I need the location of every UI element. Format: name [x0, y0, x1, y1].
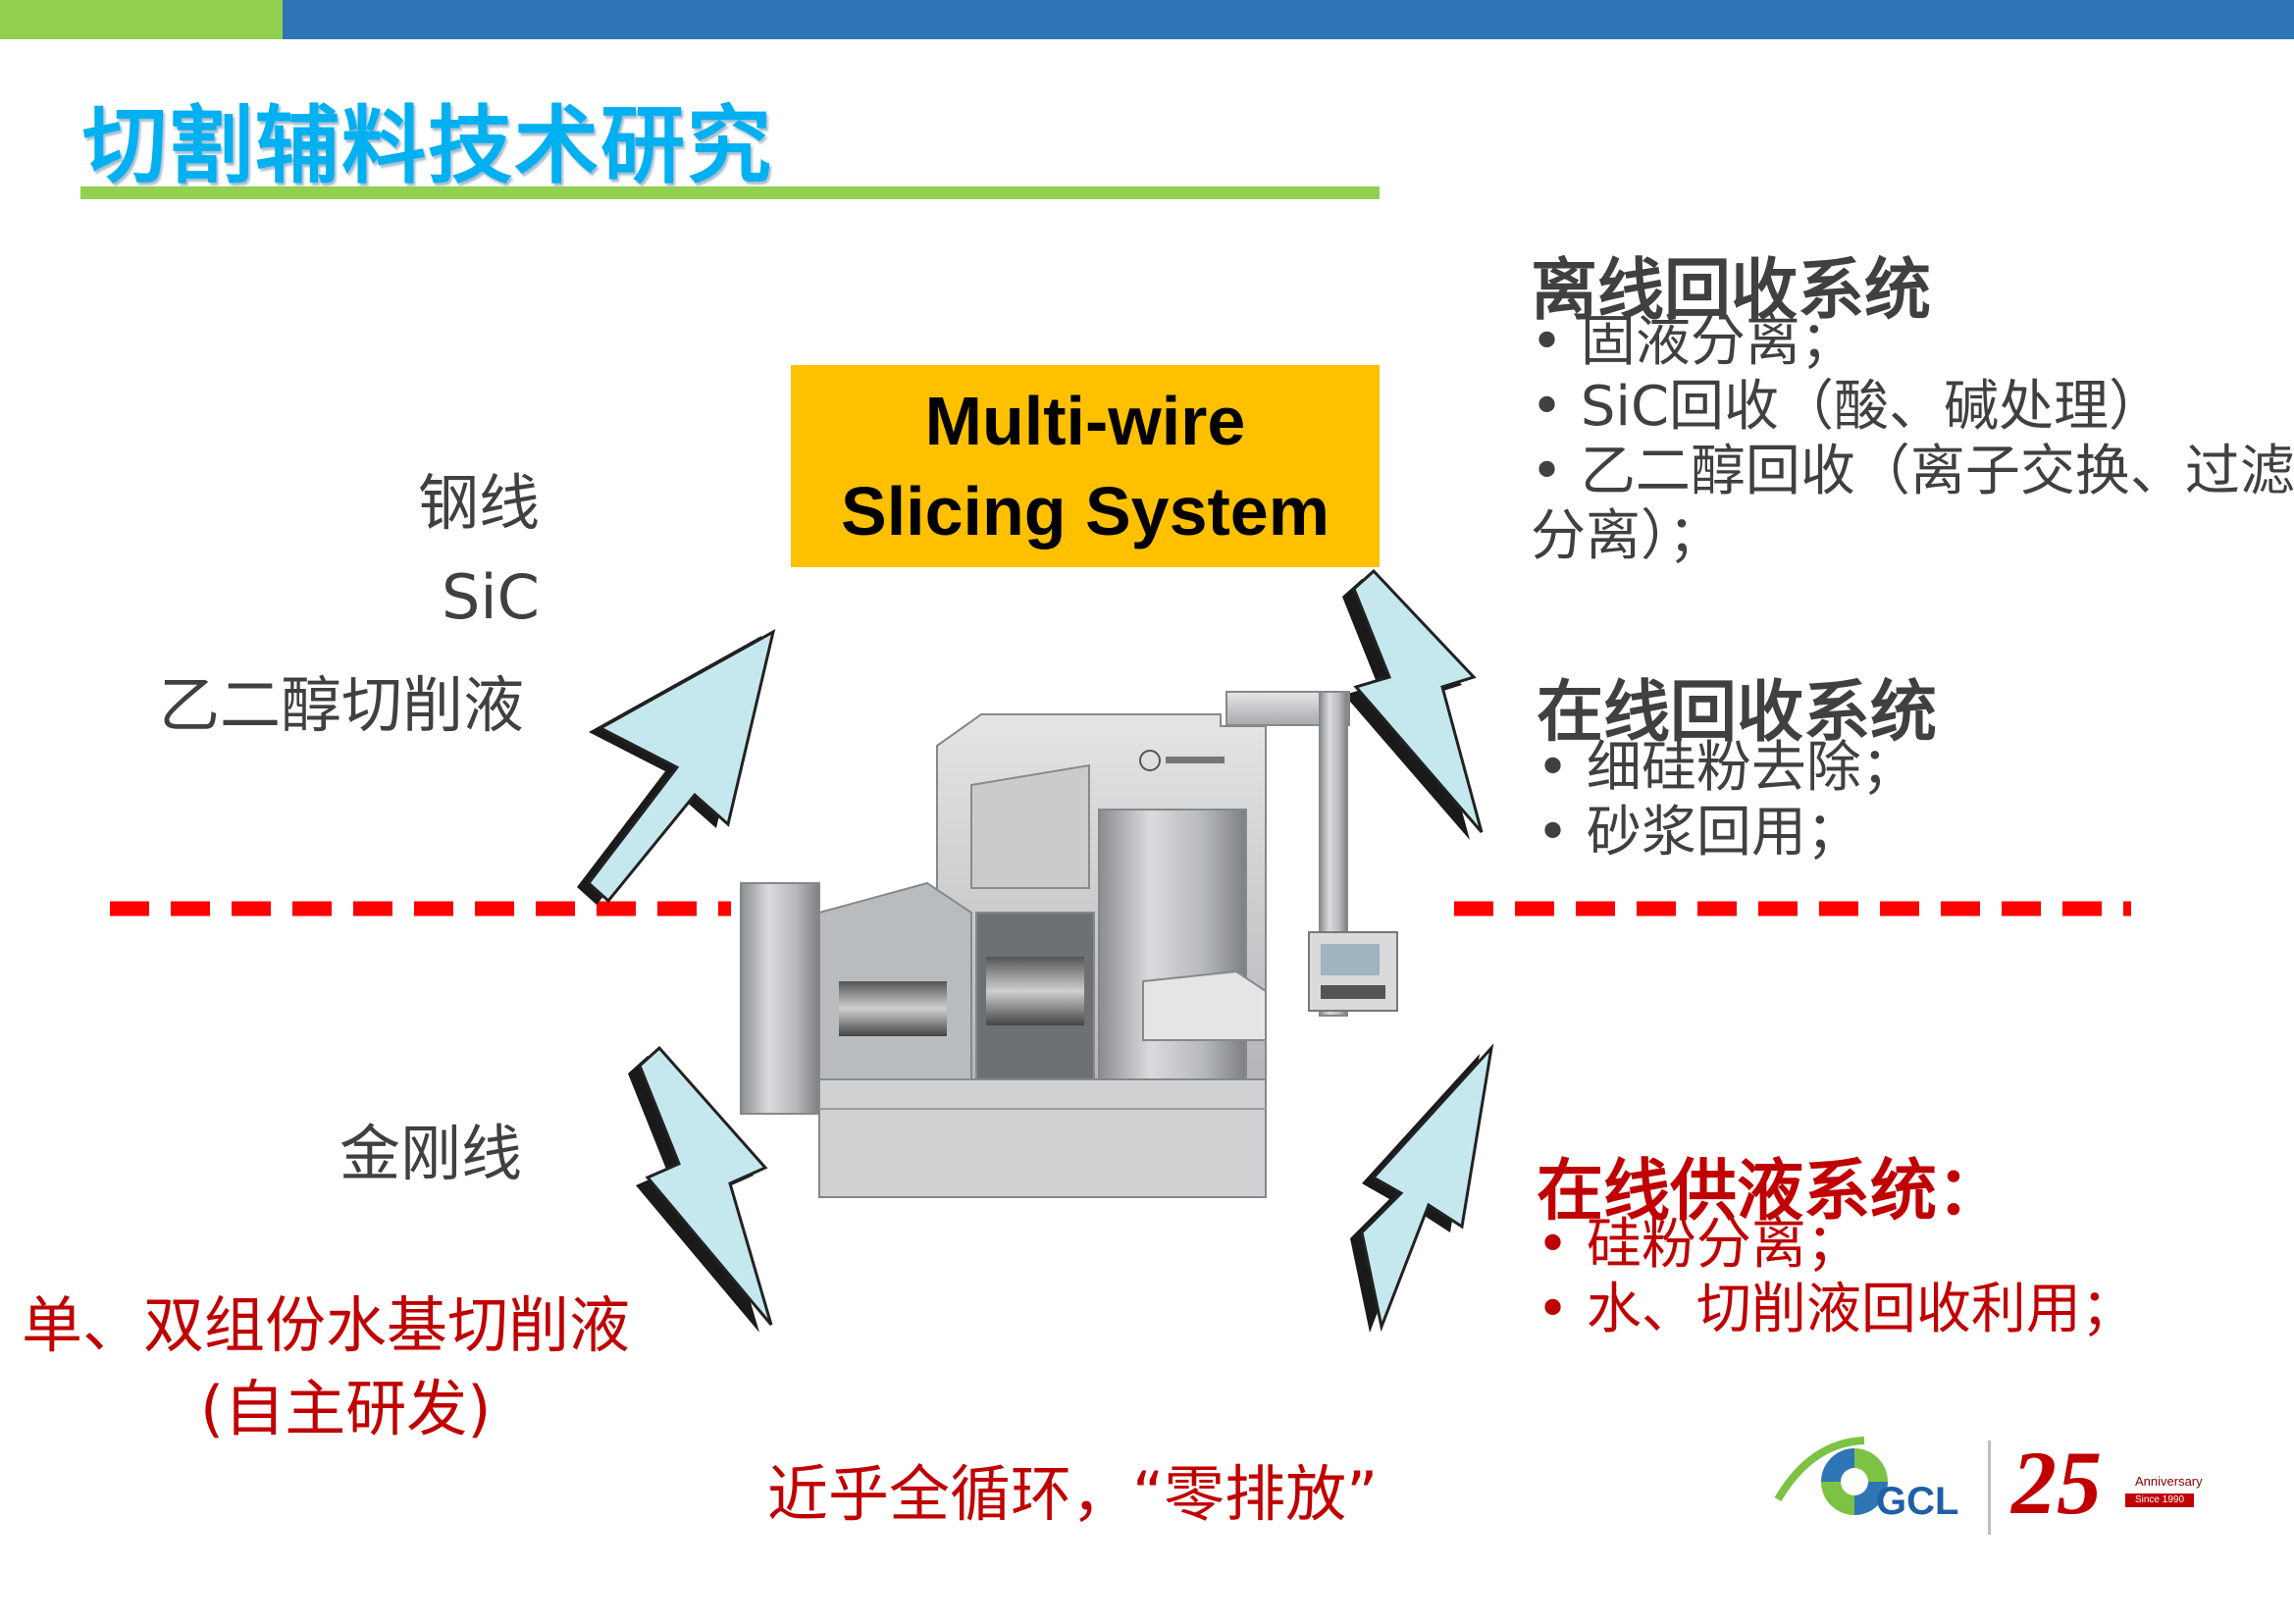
title-underline	[80, 186, 1380, 199]
input-water-based-fluid: 单、双组份水基切削液	[22, 1289, 631, 1361]
slicing-machine-image	[740, 691, 1398, 1198]
offline-recovery-list: • 固液分离； • SiC回收（酸、碱处理） • 乙二醇回收（离子交换、过滤 分…	[1531, 310, 2294, 569]
list-item: • 硅粉分离；	[1537, 1213, 1861, 1277]
input-diamond-wire: 金刚线	[339, 1118, 523, 1189]
arrow-icon-upper-left	[577, 629, 776, 905]
anniversary-number: 25	[2011, 1433, 2102, 1533]
input-self-developed-note: (自主研发)	[200, 1373, 492, 1444]
input-glycol-fluid: 乙二醇切削液	[159, 669, 525, 741]
logo-divider	[1988, 1441, 1991, 1535]
zero-discharge-slogan: 近乎全循环，“零排放”	[767, 1458, 1379, 1530]
center-box-line1: Multi-wire	[924, 383, 1246, 459]
list-item: • 水、切削液回收利用；	[1537, 1278, 2136, 1341]
center-box-line2: Slicing System	[841, 473, 1329, 550]
offline-recovery-heading: 离线回收系统	[1531, 252, 1932, 330]
header-bar-blue	[283, 0, 2294, 39]
slide-title: 切割辅料技术研究	[82, 97, 773, 195]
online-recovery-list: • 细硅粉去除； • 砂浆回用；	[1537, 736, 1916, 865]
multi-wire-slicing-system-box: Multi-wire Slicing System	[791, 365, 1380, 567]
arrow-icon-lower-right	[1350, 1043, 1494, 1333]
anniversary-word: Anniversary	[2135, 1474, 2203, 1489]
gcl-logo-text: GCL	[1876, 1480, 1959, 1523]
arrow-icon-upper-right	[1342, 568, 1484, 840]
anniversary-since-badge: Since 1990	[2125, 1493, 2194, 1507]
input-steel-wire: 钢线	[418, 467, 541, 539]
input-sic: SiC	[442, 561, 540, 633]
online-recovery-heading: 在线回收系统	[1537, 674, 1938, 752]
list-item: • 砂浆回用；	[1537, 801, 1861, 864]
list-item: • 乙二醇回收（离子交换、过滤	[1531, 440, 2294, 503]
gcl-logo-icon	[1774, 1437, 1888, 1515]
online-supply-list: • 硅粉分离； • 水、切削液回收利用；	[1537, 1213, 2136, 1342]
arrow-icon-lower-left	[628, 1045, 773, 1333]
list-item: • 细硅粉去除；	[1537, 736, 1916, 800]
list-item: • 固液分离；	[1531, 310, 1855, 374]
list-item: 分离）；	[1531, 504, 1723, 568]
online-supply-heading: 在线供液系统：	[1537, 1153, 2005, 1231]
list-item: • SiC回收（酸、碱处理）	[1531, 375, 2164, 439]
header-bar-green	[0, 0, 283, 39]
